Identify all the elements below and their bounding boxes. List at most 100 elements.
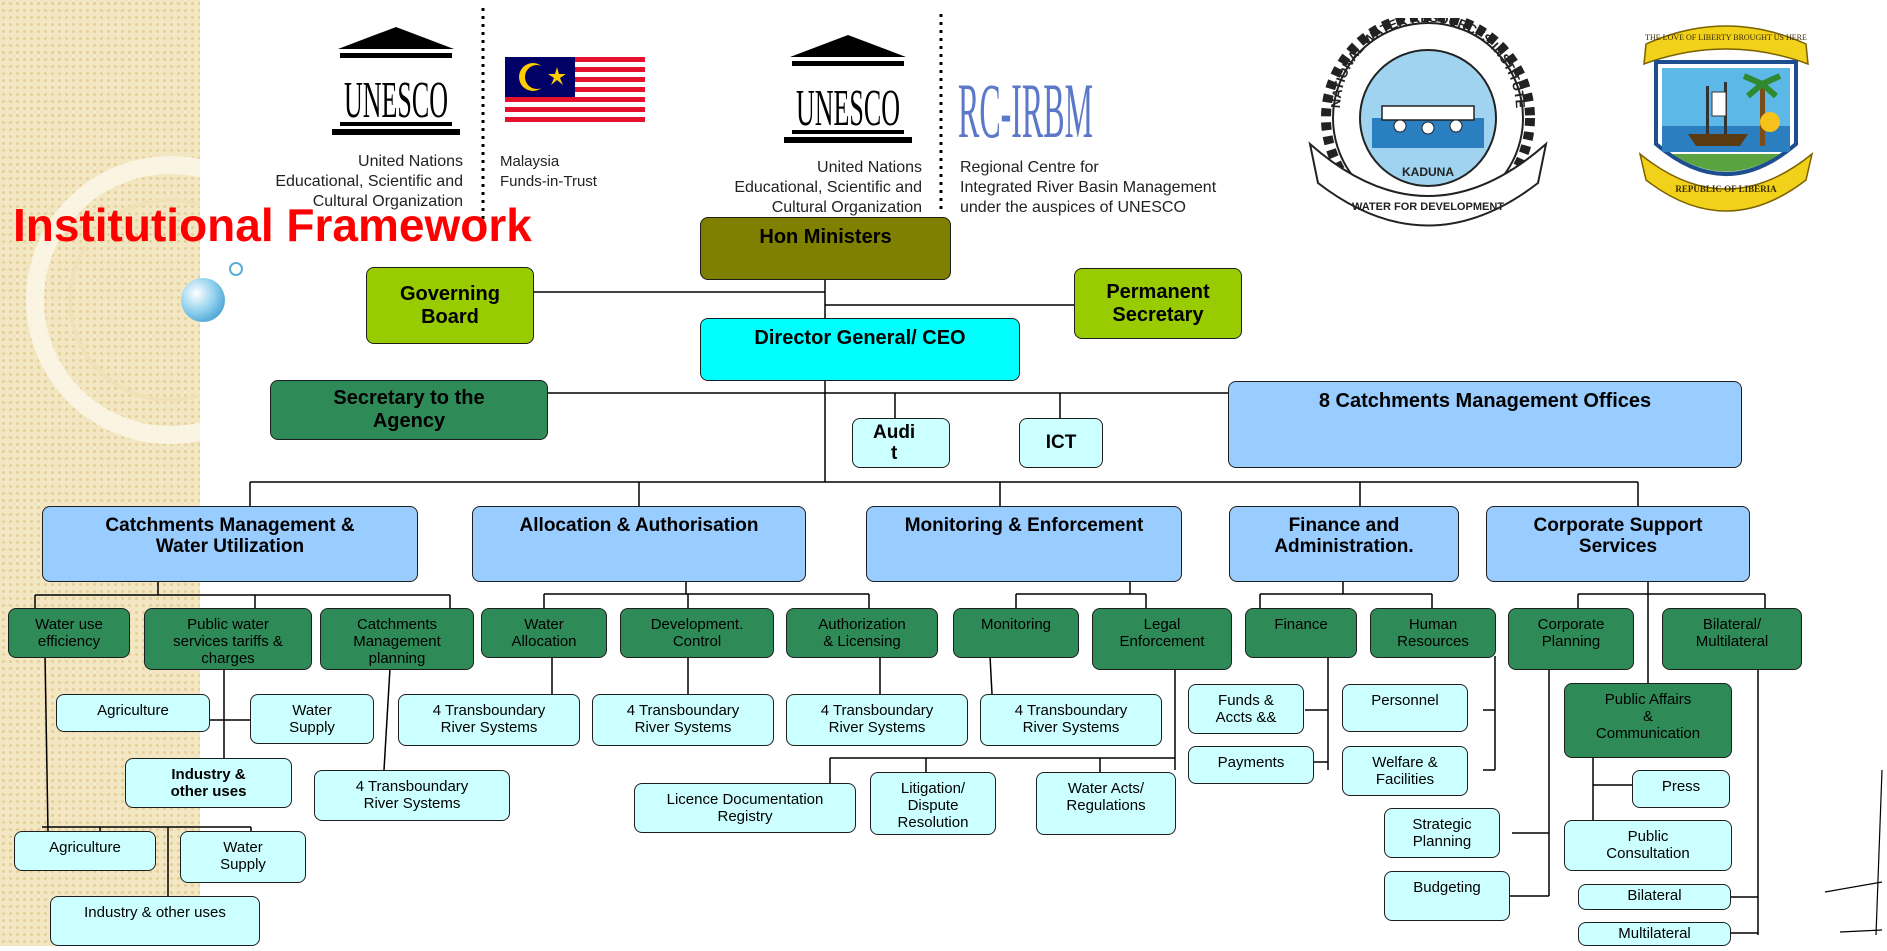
unit-development-control: Development. Control [620, 608, 774, 658]
box-label: Public Affairs & Communication [1595, 691, 1701, 742]
dept-catchments-water-utilization: Catchments Management & Water Utilizatio… [42, 506, 418, 582]
subunit-transboundary-rivers: 4 Transboundary River Systems [592, 694, 774, 746]
box-label: ICT [1045, 432, 1077, 454]
subunit-licence-documentation: Licence Documentation Registry [634, 783, 856, 833]
box-label: Budgeting [1413, 879, 1481, 896]
box-label: Catchments Management planning [353, 616, 441, 667]
box-label: Water Allocation [511, 616, 577, 650]
page-title: Institutional Framework [13, 199, 532, 251]
unit-authorization-licensing: Authorization & Licensing [786, 608, 938, 658]
box-label: Corporate Planning [1537, 616, 1605, 650]
box-label: Payments [1217, 754, 1285, 771]
box-label: Permanent Secretary [1106, 280, 1210, 326]
director-general-box: Director General/ CEO [700, 318, 1020, 381]
box-label: Agriculture [97, 702, 169, 719]
box-label: Development. Control [650, 616, 744, 650]
unit-legal-enforcement: Legal Enforcement [1092, 608, 1232, 670]
permanent-secretary-box: Permanent Secretary [1074, 268, 1242, 339]
unit-monitoring: Monitoring [953, 608, 1079, 658]
unesco-org-name: United Nations Educational, Scientific a… [275, 153, 463, 210]
catchment-offices-box: 8 Catchments Management Offices [1228, 381, 1742, 468]
box-label: Water Supply [289, 702, 335, 736]
subunit-personnel: Personnel [1342, 684, 1468, 732]
box-label: Finance and Administration. [1274, 515, 1414, 558]
unesco-temple-icon: UNESCO [784, 35, 912, 143]
box-label: Industry & other uses [170, 766, 247, 800]
dept-monitoring-enforcement: Monitoring & Enforcement [866, 506, 1182, 582]
box-label: Corporate Support Services [1533, 515, 1703, 558]
box-label: 4 Transboundary River Systems [1014, 702, 1128, 736]
box-label: Public Consultation [1606, 828, 1690, 862]
subunit-multilateral: Multilateral [1578, 922, 1731, 946]
rcirbm-center-name: Regional Centre for Integrated River Bas… [960, 159, 1217, 216]
box-label: Water Acts/ Regulations [1066, 780, 1146, 814]
unesco-wordmark: UNESCO [796, 80, 900, 137]
box-label: Authorization & Licensing [818, 616, 906, 650]
unesco-org-name: United Nations Educational, Scientific a… [734, 159, 922, 216]
subunit-water-supply: Water Supply [250, 694, 374, 744]
box-label: Welfare & Facilities [1372, 754, 1438, 788]
box-label: Personnel [1371, 692, 1439, 709]
subunit-public-consultation: Public Consultation [1564, 820, 1732, 871]
dotted-divider [939, 14, 943, 214]
box-label: Finance [1274, 616, 1328, 633]
hon-ministers-box: Hon Ministers [700, 217, 951, 280]
box-label: Bilateral/ Multilateral [1695, 616, 1769, 650]
liberia-seal-emblem: THE LOVE OF LIBERTY BROUGHT US HERE REPU… [1638, 25, 1814, 212]
box-label: Strategic Planning [1412, 816, 1472, 850]
nwri-emblem: NATIONAL WATER RESOURCES INSTITUTE KADUN… [1308, 18, 1548, 227]
subunit-strategic-planning: Strategic Planning [1384, 808, 1500, 858]
malaysia-flag-icon [505, 57, 645, 127]
box-label: Public water services tariffs & charges [173, 616, 283, 667]
box-label: Secretary to the Agency [333, 387, 485, 432]
unit-corporate-planning: Corporate Planning [1508, 608, 1634, 670]
dept-corporate-support: Corporate Support Services [1486, 506, 1750, 582]
subunit-funds-accounts: Funds & Accts && [1188, 684, 1304, 734]
subunit-litigation: Litigation/ Dispute Resolution [870, 772, 996, 835]
box-label: Funds & Accts && [1215, 692, 1277, 726]
unesco-wordmark: UNESCO [344, 72, 448, 129]
box-label: Press [1661, 778, 1701, 795]
subunit-transboundary-rivers: 4 Transboundary River Systems [980, 694, 1162, 746]
svg-text:THE LOVE OF LIBERTY BROUGHT US: THE LOVE OF LIBERTY BROUGHT US HERE [1645, 33, 1807, 42]
box-label: Water use efficiency [35, 616, 103, 650]
subunit-bilateral: Bilateral [1578, 884, 1731, 910]
unit-water-use-efficiency: Water use efficiency [8, 608, 130, 658]
box-label: Licence Documentation Registry [666, 791, 824, 825]
subunit-industry-other-uses: Industry & other uses [125, 758, 292, 808]
subunit-water-acts: Water Acts/ Regulations [1036, 772, 1176, 835]
box-label: Water Supply [220, 839, 266, 873]
dept-allocation-authorisation: Allocation & Authorisation [472, 506, 806, 582]
decorative-bubbles [181, 262, 243, 322]
box-label: 4 Transboundary River Systems [626, 702, 740, 736]
box-label: Legal Enforcement [1119, 616, 1205, 650]
unit-public-affairs: Public Affairs & Communication [1564, 683, 1732, 758]
unesco-temple-icon: UNESCO [332, 27, 460, 135]
governing-board-box: Governing Board [366, 267, 534, 344]
subunit-industry-other-uses: Industry & other uses [50, 896, 260, 946]
subunit-budgeting: Budgeting [1384, 871, 1510, 921]
box-label: 8 Catchments Management Offices [1318, 390, 1652, 412]
box-label: Governing Board [399, 282, 500, 328]
secretary-agency-box: Secretary to the Agency [270, 380, 548, 440]
subunit-water-supply: Water Supply [180, 831, 306, 883]
unit-water-allocation: Water Allocation [481, 608, 607, 658]
box-label: Agriculture [49, 839, 121, 856]
subunit-agriculture: Agriculture [56, 694, 210, 732]
svg-text:WATER FOR DEVELOPMENT: WATER FOR DEVELOPMENT [1352, 201, 1504, 213]
subunit-payments: Payments [1188, 746, 1314, 784]
svg-text:KADUNA: KADUNA [1402, 165, 1454, 179]
dept-finance-administration: Finance and Administration. [1229, 506, 1459, 582]
box-label: 4 Transboundary River Systems [820, 702, 934, 736]
box-label: Multilateral [1618, 925, 1691, 942]
audit-box: Audi t [852, 418, 950, 468]
box-label: Litigation/ Dispute Resolution [897, 780, 969, 831]
unit-finance: Finance [1245, 608, 1357, 658]
ict-box: ICT [1019, 418, 1103, 468]
box-label: Allocation & Authorisation [519, 515, 759, 536]
subunit-transboundary-rivers: 4 Transboundary River Systems [314, 770, 510, 821]
box-label: Human Resources [1397, 616, 1469, 650]
svg-text:RC-IRBM: RC-IRBM [958, 67, 1093, 144]
subunit-press: Press [1632, 770, 1730, 808]
